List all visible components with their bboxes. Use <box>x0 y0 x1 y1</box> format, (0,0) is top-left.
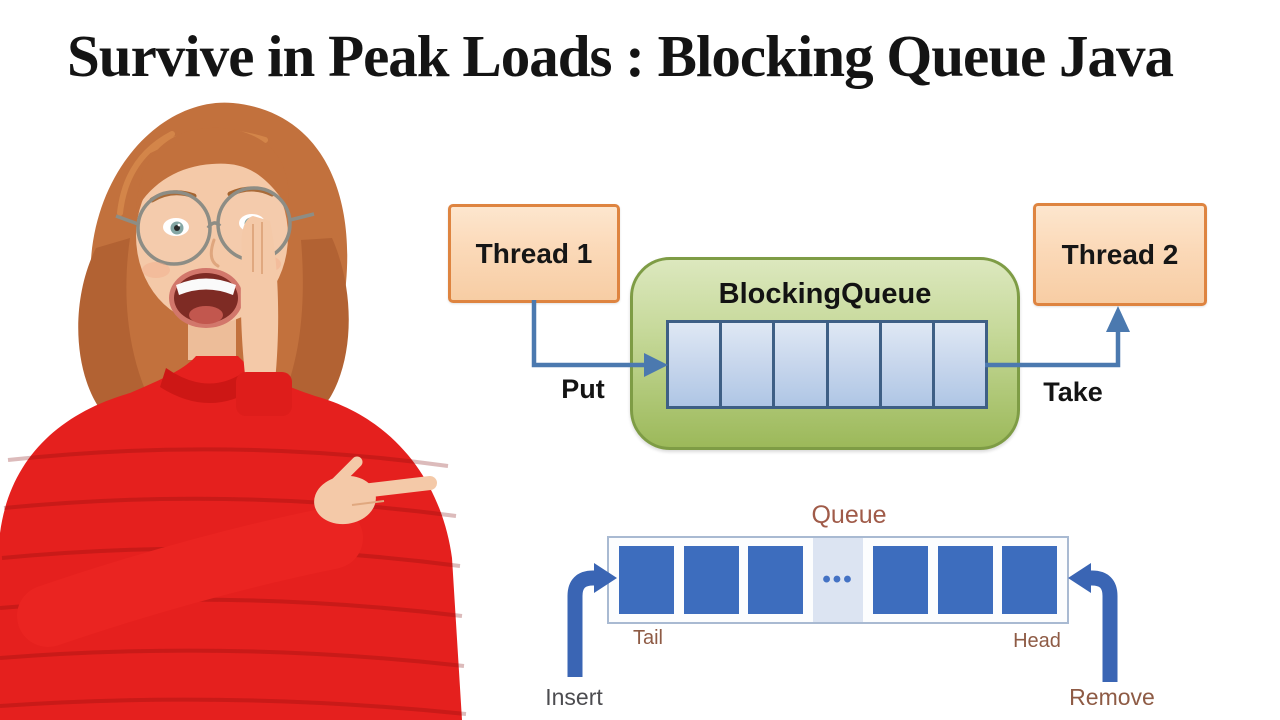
tail-label: Tail <box>632 627 663 649</box>
thread-1-label: Thread 1 <box>475 237 593 269</box>
queue-slot <box>829 323 882 406</box>
queue-slot <box>722 323 776 406</box>
blush-left <box>142 262 170 278</box>
queue-bar: ••• <box>607 536 1069 624</box>
page-title: Survive in Peak Loads : Blocking Queue J… <box>66 23 1174 89</box>
woman-pointing-photo <box>0 102 467 720</box>
queue-title: Queue <box>811 501 887 529</box>
pointing-hand <box>17 456 437 647</box>
open-mouth <box>169 268 243 328</box>
queue-square <box>618 546 674 614</box>
queue-square <box>937 546 993 614</box>
thread-2-box: Thread 2 <box>1033 203 1207 306</box>
put-label: Put <box>561 374 605 404</box>
head-label: Head <box>1013 630 1061 652</box>
ellipsis-cell: ••• <box>813 538 863 622</box>
queue-slot <box>882 323 935 406</box>
queue-slot <box>669 323 723 406</box>
hair-fringe <box>136 127 289 210</box>
queue-square <box>1002 546 1058 614</box>
queue-slot-strip <box>666 320 988 409</box>
remove-arrow <box>1068 563 1118 682</box>
take-label: Take <box>1043 377 1103 407</box>
hand-by-mouth <box>236 216 292 416</box>
queue-square <box>683 546 739 614</box>
queue-slot <box>935 323 985 406</box>
thread-1-box: Thread 1 <box>448 204 620 303</box>
queue-square <box>748 546 804 614</box>
queue-slot <box>775 323 829 406</box>
nose <box>209 238 220 268</box>
insert-label: Insert <box>545 684 603 710</box>
blocking-queue-title: BlockingQueue <box>718 278 932 310</box>
thread-2-label: Thread 2 <box>1061 238 1179 270</box>
remove-label: Remove <box>1069 684 1155 710</box>
queue-square <box>872 546 928 614</box>
